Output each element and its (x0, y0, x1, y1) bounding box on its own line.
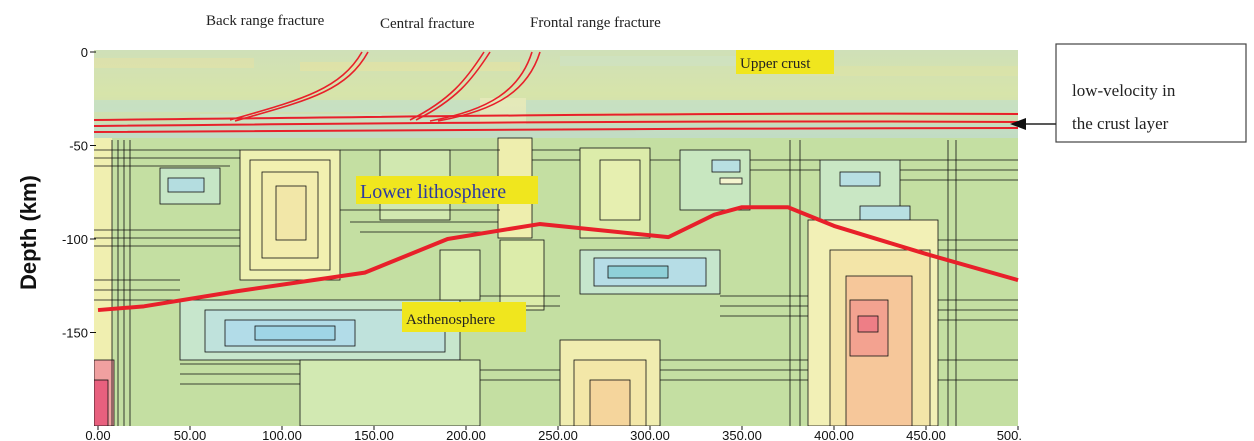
x-tick-label: 150.00 (354, 428, 394, 441)
asthenosphere-label: Asthenosphere (406, 312, 495, 328)
callout-line-1: low-velocity in (1072, 81, 1176, 100)
y-tick-label: -150 (62, 326, 88, 341)
central-fracture-curve (409, 51, 491, 121)
x-tick-label: 200.00 (446, 428, 486, 441)
x-tick-label: 450.00 (906, 428, 946, 441)
lower-lithosphere-label: Lower lithosphere (360, 181, 506, 203)
crust-texture (94, 56, 1018, 138)
x-tick-label: 250.00 (538, 428, 578, 441)
x-axis: 0.00 50.00 100.00 150.00 200.00 250.00 300.00 3… (85, 426, 1022, 441)
lower-lithosphere-highlight (356, 176, 538, 204)
y-tick-label: 0 (81, 45, 88, 60)
y-tick-label: -50 (69, 139, 88, 154)
callout-line-2: the crust layer (1072, 114, 1169, 133)
upper-crust-label-group: Asthenosphere Upper crust (736, 50, 834, 74)
lithosphere-asthenosphere-boundary (97, 205, 1019, 313)
back-range-fracture-label: Back range fracture (206, 13, 325, 29)
x-tick-label: 500. (997, 428, 1022, 441)
asthenosphere-label-group: Asthenosphere (402, 302, 526, 332)
asthenosphere-highlight (402, 302, 526, 332)
low-velocity-callout: low-velocity in the crust layer (1010, 43, 1247, 143)
y-tick-label: -100 (62, 232, 88, 247)
x-tick-label: 400.00 (814, 428, 854, 441)
upper-crust-text: Upper crust (740, 56, 811, 72)
callout-box (1055, 43, 1247, 143)
crust-boundary-lines (93, 112, 1019, 133)
frontal-range-fracture-curve (429, 51, 541, 122)
x-tick-label: 50.00 (174, 428, 207, 441)
y-axis-title: Depth (km) (16, 175, 41, 290)
x-tick-label: 350.00 (722, 428, 762, 441)
upper-crust-highlight (736, 50, 834, 74)
x-tick-label: 100.00 (262, 428, 302, 441)
x-tick-label: 0.00 (85, 428, 110, 441)
frontal-range-fracture-label: Frontal range fracture (530, 15, 661, 31)
x-tick-label: 300.00 (630, 428, 670, 441)
velocity-contour-field (94, 137, 1018, 426)
back-range-fracture-curve (229, 51, 369, 122)
y-axis: 0 -50 -100 -150 (62, 45, 96, 341)
central-fracture-label: Central fracture (380, 16, 475, 32)
callout-arrow-head (1010, 118, 1026, 130)
fracture-curves (229, 51, 541, 122)
lower-lithosphere-label-group: Lower lithosphere (356, 176, 538, 204)
